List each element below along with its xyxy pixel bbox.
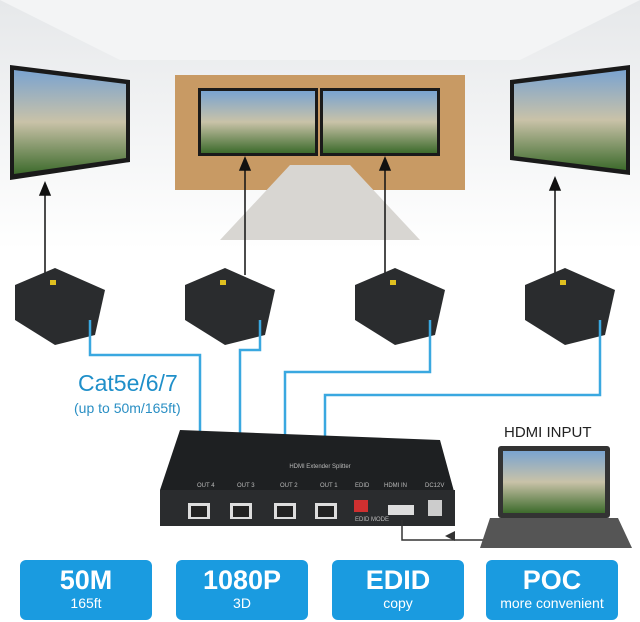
hdmi-extender-splitter: HDMI Extender Splitter OUT 4 OUT 3 OUT 2… xyxy=(160,430,455,526)
svg-text:EDID MODE: EDID MODE xyxy=(355,517,389,523)
cable-type-label: Cat5e/6/7 xyxy=(78,370,178,396)
badge-title: POC xyxy=(522,565,582,595)
tv-screen-1 xyxy=(10,65,130,180)
badge-title: EDID xyxy=(365,565,431,595)
receiver-units xyxy=(15,268,615,345)
badge-title: 50M xyxy=(59,565,113,595)
badge-title: 1080P xyxy=(202,565,282,595)
svg-text:OUT 1: OUT 1 xyxy=(320,483,338,489)
badge-subtitle: 165ft xyxy=(70,595,102,611)
badge-subtitle: copy xyxy=(383,595,413,611)
svg-text:DC12V: DC12V xyxy=(425,483,444,489)
svg-text:OUT 2: OUT 2 xyxy=(280,483,298,489)
hdmi-input-label: HDMI INPUT xyxy=(504,424,592,441)
arrows xyxy=(38,156,562,275)
tv-screen-4 xyxy=(510,65,630,175)
tv-screen-3 xyxy=(320,88,440,156)
conference-table xyxy=(220,165,420,240)
hdmi-cable xyxy=(401,520,488,541)
laptop xyxy=(480,446,632,548)
svg-text:EDID: EDID xyxy=(355,483,370,489)
svg-text:HDMI IN: HDMI IN xyxy=(384,483,407,489)
badge-subtitle: more convenient xyxy=(500,595,604,611)
cable-length-label: (up to 50m/165ft) xyxy=(74,400,181,416)
svg-text:HDMI Extender Splitter: HDMI Extender Splitter xyxy=(289,464,350,470)
svg-text:OUT 4: OUT 4 xyxy=(197,483,215,489)
svg-text:OUT 3: OUT 3 xyxy=(237,483,255,489)
badge-subtitle: 3D xyxy=(233,595,251,611)
tv-screen-2 xyxy=(198,88,318,156)
